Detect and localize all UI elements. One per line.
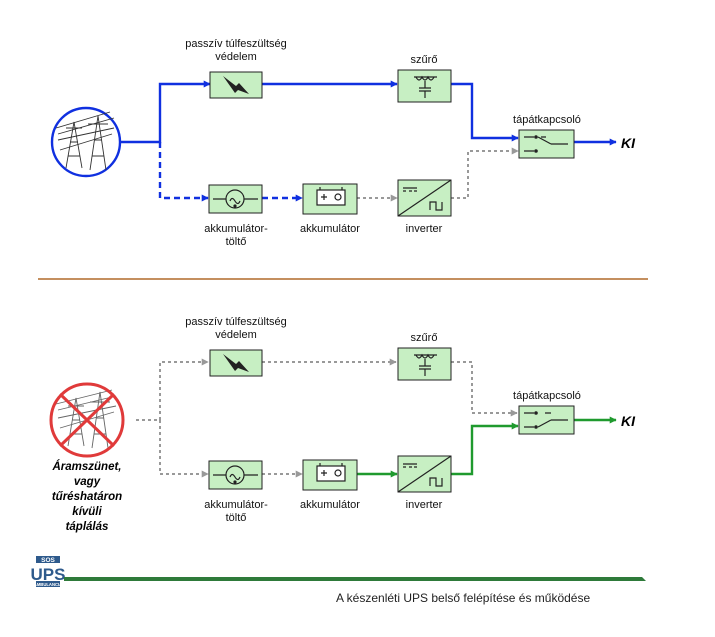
- filter-to-switch-wire-off: [451, 361, 518, 417]
- surge-protection-block: [209, 71, 263, 99]
- charger-label-2-line1: akkumulátor-: [204, 499, 268, 511]
- footer-caption: A készenléti UPS belső felépítése és műk…: [336, 591, 591, 605]
- power-switch-block-2: [518, 405, 575, 435]
- outage-note: Áramszünet, vagy tűréshatáron kívüli táp…: [51, 460, 122, 533]
- inverter-to-switch-wire: [451, 147, 519, 199]
- surge-label-line1: passzív túlfeszültség: [185, 38, 287, 50]
- inverter-label: inverter: [406, 223, 443, 235]
- charger-block-2: [208, 460, 263, 490]
- mains-failure-icon: [49, 382, 125, 458]
- mains-to-surge-wire-off: [136, 358, 209, 421]
- mains-to-charger-wire-off: [159, 420, 209, 478]
- battery-label: akkumulátor: [300, 223, 360, 235]
- bottom-diagram-battery-operation: passzív túlfeszültség védelem szűrő tápá…: [49, 316, 636, 533]
- outage-line-2: vagy: [74, 476, 101, 488]
- surge-label-2-line2: védelem: [215, 329, 257, 341]
- mains-power-icon: [50, 106, 122, 178]
- switch-label-2: tápátkapcsoló: [513, 390, 581, 402]
- inverter-label-2: inverter: [406, 499, 443, 511]
- charger-label-2-line2: töltő: [226, 512, 247, 524]
- svg-text:SOS: SOS: [41, 557, 55, 564]
- charger-label-line2: töltő: [226, 236, 247, 248]
- power-switch-block: [518, 129, 575, 159]
- svg-text:UPS: UPS: [31, 565, 66, 584]
- inverter-block: [397, 179, 452, 217]
- surge-label-line2: védelem: [215, 51, 257, 63]
- filter-label-2: szűrő: [411, 332, 438, 344]
- inverter-to-switch-wire-on: [451, 422, 519, 476]
- filter-block-2: [397, 347, 452, 381]
- footer: SOS UPS AMBULANCIA: [31, 556, 646, 587]
- surge-protection-block-2: [209, 349, 263, 377]
- inverter-block-2: [397, 455, 452, 493]
- battery-label-2: akkumulátor: [300, 499, 360, 511]
- sos-ups-logo: SOS UPS AMBULANCIA: [31, 556, 66, 587]
- output-label: KI: [621, 135, 636, 151]
- top-diagram-normal-operation: passzív túlfeszültség védelem szűrő tápá…: [50, 38, 636, 248]
- mains-to-charger-wire: [158, 142, 209, 202]
- charger-label-line1: akkumulátor-: [204, 223, 268, 235]
- battery-block-2: [302, 459, 358, 491]
- surge-label-2-line1: passzív túlfeszültség: [185, 316, 287, 328]
- svg-text:AMBULANCIA: AMBULANCIA: [34, 582, 62, 587]
- outage-line-1: Áramszünet,: [51, 460, 121, 473]
- charger-block: [208, 184, 263, 214]
- outage-line-3: tűréshatáron: [52, 491, 122, 503]
- mains-to-surge-wire: [120, 80, 211, 144]
- outage-line-4: kívüli: [72, 506, 102, 518]
- outage-line-5: táplálás: [66, 521, 109, 533]
- output-label-2: KI: [621, 413, 636, 429]
- filter-label: szűrő: [411, 54, 438, 66]
- switch-label: tápátkapcsoló: [513, 114, 581, 126]
- battery-block: [302, 183, 358, 215]
- filter-block: [397, 69, 452, 103]
- footer-bar: [64, 577, 646, 581]
- filter-to-switch-wire: [451, 82, 519, 142]
